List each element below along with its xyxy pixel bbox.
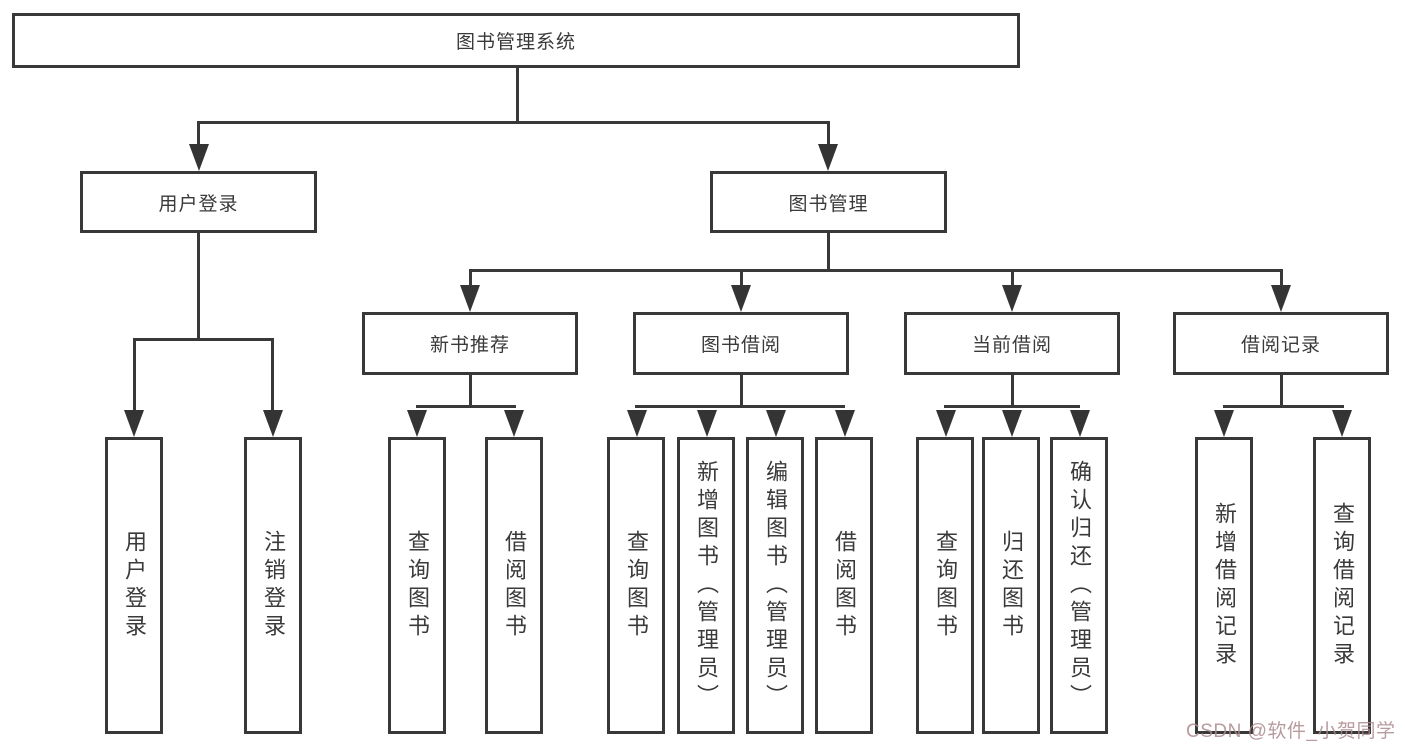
leaf-logout: 注销登录 xyxy=(244,437,302,734)
leaf-query-borrow-record: 查询借阅记录 xyxy=(1313,437,1371,734)
leaf-add-borrow-record: 新增借阅记录 xyxy=(1195,437,1253,734)
leaf-confirm-return-admin: 确认归还（管理员） xyxy=(1050,437,1108,734)
node-book-management-label: 图书管理 xyxy=(788,193,869,215)
connector-line xyxy=(516,68,519,121)
leaf-edit-books-admin: 编辑图书（管理员） xyxy=(746,437,804,734)
node-label: 新书推荐 xyxy=(429,335,510,356)
connector-line xyxy=(1223,405,1344,408)
leaf-label: 编辑图书（管理员） xyxy=(763,459,788,712)
connector-line xyxy=(469,269,472,287)
connector-line xyxy=(740,269,743,287)
leaf-label: 查询借阅记录 xyxy=(1330,501,1355,670)
node-label: 当前借阅 xyxy=(971,335,1052,356)
leaf-query-books-newbook: 查询图书 xyxy=(388,437,446,734)
leaf-label: 借阅图书 xyxy=(502,529,527,642)
node-root-label: 图书管理系统 xyxy=(455,32,576,53)
arrowhead-down-icon xyxy=(731,285,751,312)
arrowhead-down-icon xyxy=(1214,410,1234,437)
connector-line xyxy=(1280,269,1283,287)
arrowhead-down-icon xyxy=(1002,285,1022,312)
csdn-watermark: CSDN @软件_小贺同学 xyxy=(1186,721,1396,742)
leaf-borrow-books-newbook: 借阅图书 xyxy=(485,437,543,734)
connector-line xyxy=(1280,375,1283,405)
node-book-borrowing: 图书借阅 xyxy=(633,312,849,375)
leaf-borrow-books-borrowing: 借阅图书 xyxy=(815,437,873,734)
arrowhead-down-icon xyxy=(627,410,647,437)
connector-line xyxy=(133,338,274,341)
connector-line xyxy=(469,375,472,405)
connector-line xyxy=(1011,375,1014,405)
leaf-label: 查询图书 xyxy=(405,529,430,642)
node-user-login: 用户登录 xyxy=(80,171,317,233)
leaf-label: 新增图书（管理员） xyxy=(694,459,719,712)
connector-line xyxy=(133,338,136,410)
connector-line xyxy=(416,405,516,408)
leaf-label: 借阅图书 xyxy=(832,529,857,642)
leaf-label: 新增借阅记录 xyxy=(1212,501,1237,670)
arrowhead-down-icon xyxy=(263,410,283,437)
arrowhead-down-icon xyxy=(189,144,209,171)
arrowhead-down-icon xyxy=(766,410,786,437)
connector-line xyxy=(827,233,830,269)
leaf-label: 确认归还（管理员） xyxy=(1067,459,1092,712)
leaf-add-books-admin: 新增图书（管理员） xyxy=(677,437,735,734)
arrowhead-down-icon xyxy=(835,410,855,437)
node-book-management: 图书管理 xyxy=(710,171,947,233)
arrowhead-down-icon xyxy=(697,410,717,437)
connector-line xyxy=(197,121,830,124)
leaf-return-books: 归还图书 xyxy=(982,437,1040,734)
connector-line xyxy=(271,338,274,410)
node-current-borrowing: 当前借阅 xyxy=(904,312,1120,375)
connector-line xyxy=(944,405,1080,408)
leaf-query-books-current: 查询图书 xyxy=(916,437,974,734)
connector-line xyxy=(469,269,1283,272)
arrowhead-down-icon xyxy=(1002,410,1022,437)
node-root: 图书管理系统 xyxy=(12,13,1020,68)
arrowhead-down-icon xyxy=(1271,285,1291,312)
arrowhead-down-icon xyxy=(124,410,144,437)
connector-line xyxy=(827,121,830,147)
leaf-label: 归还图书 xyxy=(999,529,1024,642)
node-label: 借阅记录 xyxy=(1240,335,1321,356)
node-borrowing-records: 借阅记录 xyxy=(1173,312,1389,375)
leaf-query-books-borrowing: 查询图书 xyxy=(607,437,665,734)
arrowhead-down-icon xyxy=(1070,410,1090,437)
connector-line xyxy=(197,233,200,338)
leaf-label: 查询图书 xyxy=(624,529,649,642)
arrowhead-down-icon xyxy=(1332,410,1352,437)
arrowhead-down-icon xyxy=(460,285,480,312)
node-user-login-label: 用户登录 xyxy=(158,193,239,215)
arrowhead-down-icon xyxy=(936,410,956,437)
leaf-user-login: 用户登录 xyxy=(105,437,163,734)
connector-line xyxy=(1011,269,1014,287)
connector-line xyxy=(197,121,200,147)
node-label: 图书借阅 xyxy=(700,335,781,356)
arrowhead-down-icon xyxy=(818,144,838,171)
connector-line xyxy=(635,405,845,408)
connector-line xyxy=(740,375,743,405)
leaf-label: 查询图书 xyxy=(933,529,958,642)
node-new-book-recommendation: 新书推荐 xyxy=(362,312,578,375)
leaf-label: 注销登录 xyxy=(261,529,286,642)
leaf-label: 用户登录 xyxy=(122,529,147,642)
arrowhead-down-icon xyxy=(504,410,524,437)
arrowhead-down-icon xyxy=(407,410,427,437)
